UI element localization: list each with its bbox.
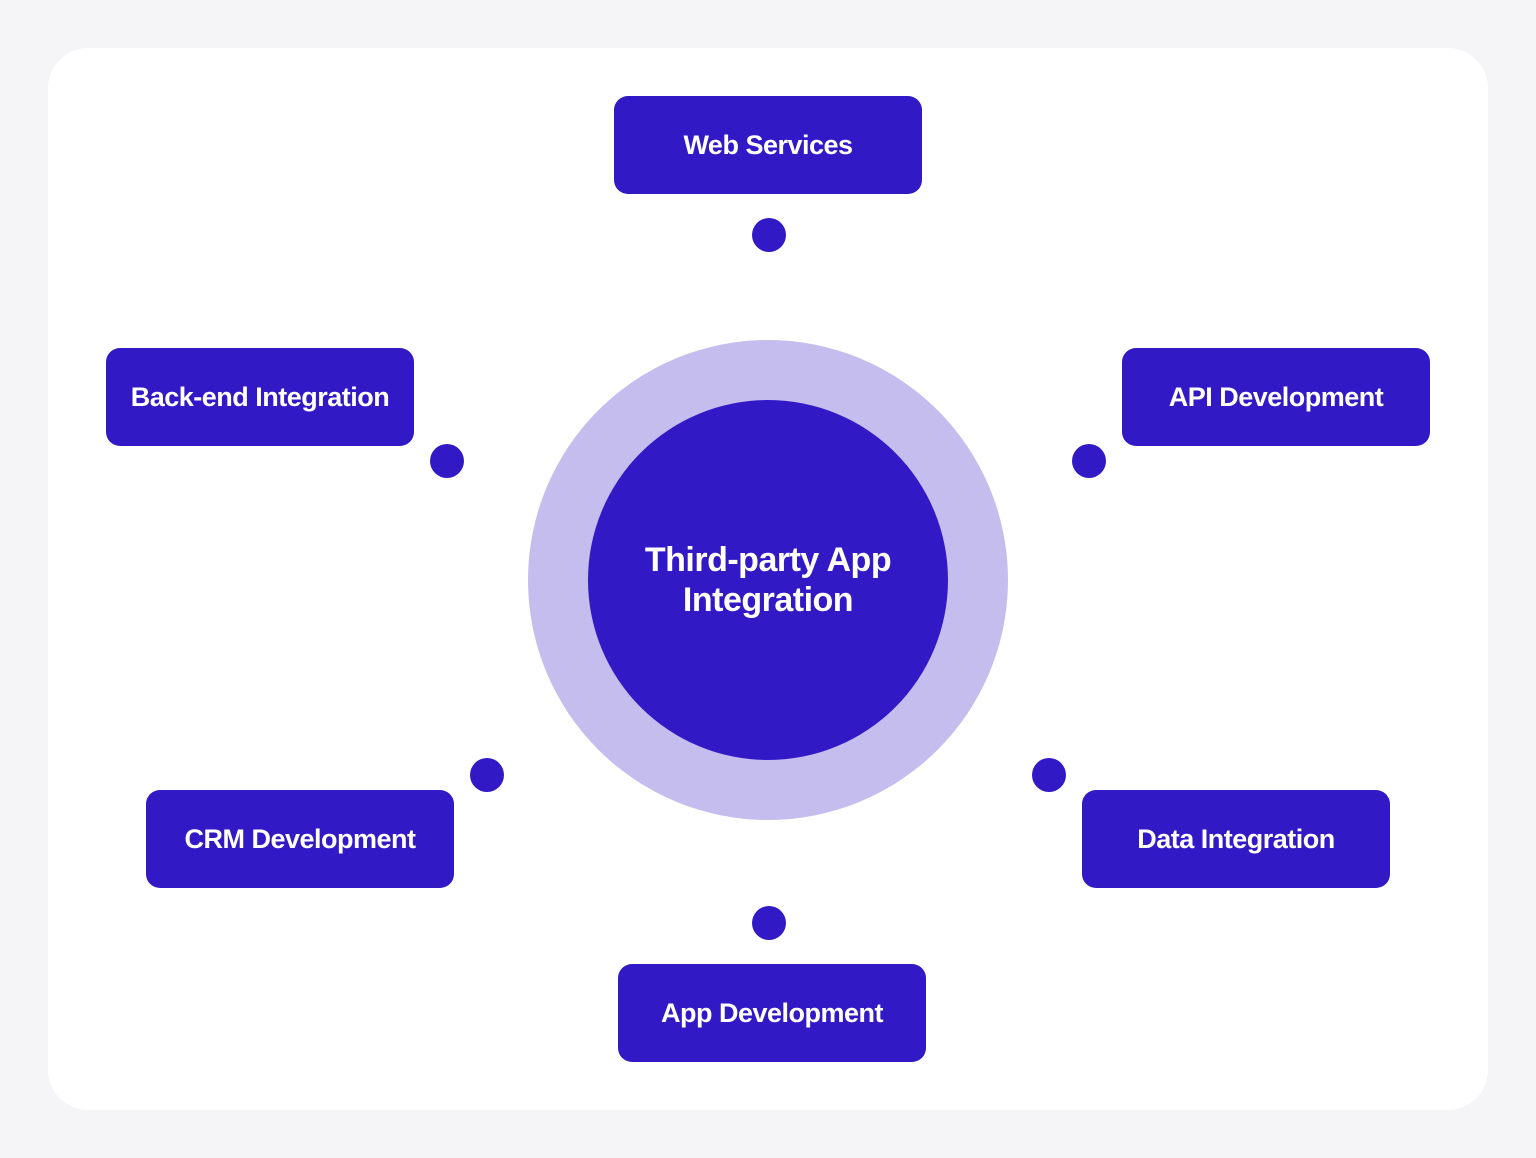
connector-dot-web-services bbox=[752, 218, 786, 252]
node-label: API Development bbox=[1168, 381, 1384, 412]
node-back-end-integration: Back-end Integration bbox=[106, 348, 414, 446]
node-app-development: App Development bbox=[618, 964, 926, 1062]
node-data-integration: Data Integration bbox=[1082, 790, 1390, 888]
node-crm-development: CRM Development bbox=[146, 790, 454, 888]
node-label: Web Services bbox=[683, 129, 853, 160]
node-label: Back-end Integration bbox=[130, 381, 390, 412]
connector-dot-back-end-integration bbox=[430, 444, 464, 478]
center-label: Third-party App Integration bbox=[644, 541, 892, 619]
connector-dot-data-integration bbox=[1032, 758, 1066, 792]
node-label: App Development bbox=[660, 997, 884, 1028]
node-api-development: API Development bbox=[1122, 348, 1430, 446]
connector-dot-app-development bbox=[752, 906, 786, 940]
center-circle: Third-party App Integration bbox=[588, 400, 948, 760]
connector-dot-crm-development bbox=[470, 758, 504, 792]
connector-dot-api-development bbox=[1072, 444, 1106, 478]
node-web-services: Web Services bbox=[614, 96, 922, 194]
node-label: CRM Development bbox=[184, 823, 416, 854]
node-label: Data Integration bbox=[1137, 823, 1335, 854]
